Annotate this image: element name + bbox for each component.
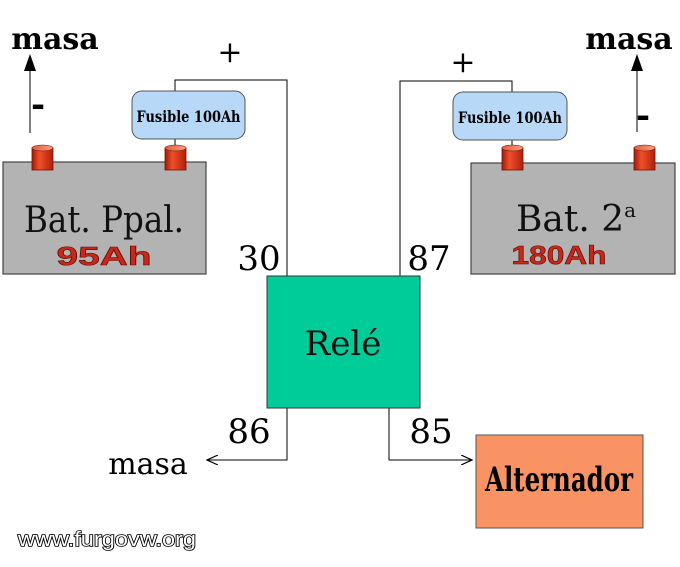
watermark: www.furgovw.org: [17, 529, 196, 551]
relay: Relé: [266, 275, 421, 409]
plus-sign-left: +: [217, 35, 242, 70]
battery-main-capacity: 95Ah: [57, 241, 152, 271]
wires: [174, 79, 513, 460]
fuse-left: Fusible 100Ah: [131, 90, 246, 140]
terminal-positive-main: [164, 144, 187, 171]
fuse-label-left: Fusible 100Ah: [137, 107, 241, 126]
wire-relay-to-alternator: [388, 407, 472, 460]
battery-aux-name-main: Bat. 2: [516, 199, 624, 240]
ground-label-relay: masa: [108, 447, 188, 482]
terminal-negative-main: [31, 144, 54, 171]
battery-main: Bat. Ppal. 95Ah: [2, 144, 207, 275]
ground-label-left: masa: [11, 22, 99, 57]
wire-relay-to-ground: [207, 407, 288, 460]
wire-fuse-left-to-relay: [174, 79, 288, 277]
alternator: Alternador: [475, 434, 644, 529]
alternator-label: Alternador: [484, 460, 633, 500]
ground-arrow-left: [24, 54, 36, 133]
ground-arrow-right: [631, 54, 643, 132]
battery-aux-capacity: 180Ah: [512, 240, 607, 270]
ground-label-right: masa: [585, 22, 673, 57]
battery-main-name: Bat. Ppal.: [24, 200, 184, 241]
wire-fuse-right-to-relay: [399, 80, 513, 277]
relay-pin-86: 86: [227, 412, 270, 452]
terminal-negative-aux: [633, 144, 656, 171]
terminal-positive-aux: [501, 144, 524, 171]
fuse-right: Fusible 100Ah: [452, 91, 568, 141]
minus-sign-left: -: [31, 85, 45, 125]
fuse-label-right: Fusible 100Ah: [458, 108, 562, 127]
relay-pin-87: 87: [407, 239, 450, 279]
battery-aux-name-superscript: a: [624, 198, 636, 222]
battery-aux-name: Bat. 2a: [516, 198, 636, 240]
relay-pin-85: 85: [409, 412, 452, 452]
relay-pin-30: 30: [237, 239, 280, 279]
battery-aux: Bat. 2a 180Ah: [470, 144, 676, 275]
minus-sign-right: -: [636, 96, 650, 136]
plus-sign-right: +: [450, 45, 475, 80]
relay-label: Relé: [305, 324, 382, 364]
